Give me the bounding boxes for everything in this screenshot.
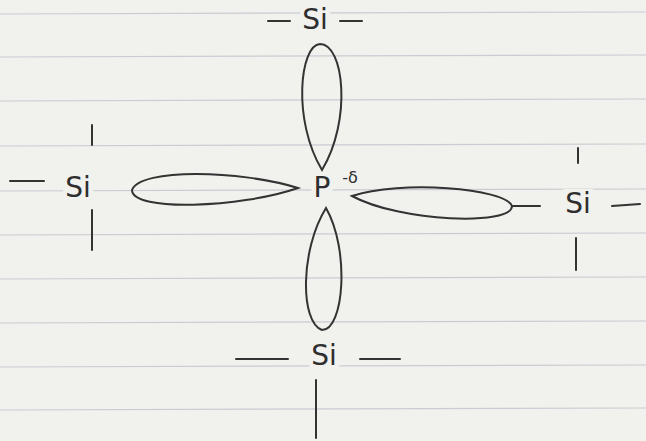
orbital-lobes	[132, 44, 512, 330]
partial-charge: -δ	[340, 169, 360, 187]
atom-symbol: P	[312, 173, 333, 203]
orbital-lobe	[302, 44, 341, 170]
ruled-lines	[0, 12, 646, 410]
atom-symbol: Si	[63, 173, 93, 203]
bond-strokes	[10, 21, 640, 438]
orbital-lobe	[306, 208, 341, 330]
orbital-lobe	[352, 187, 512, 218]
atom-symbol: Si	[563, 189, 593, 219]
orbital-lobe	[132, 174, 298, 205]
atom-symbol: Si	[309, 341, 339, 371]
atom-symbol: Si	[300, 5, 330, 35]
